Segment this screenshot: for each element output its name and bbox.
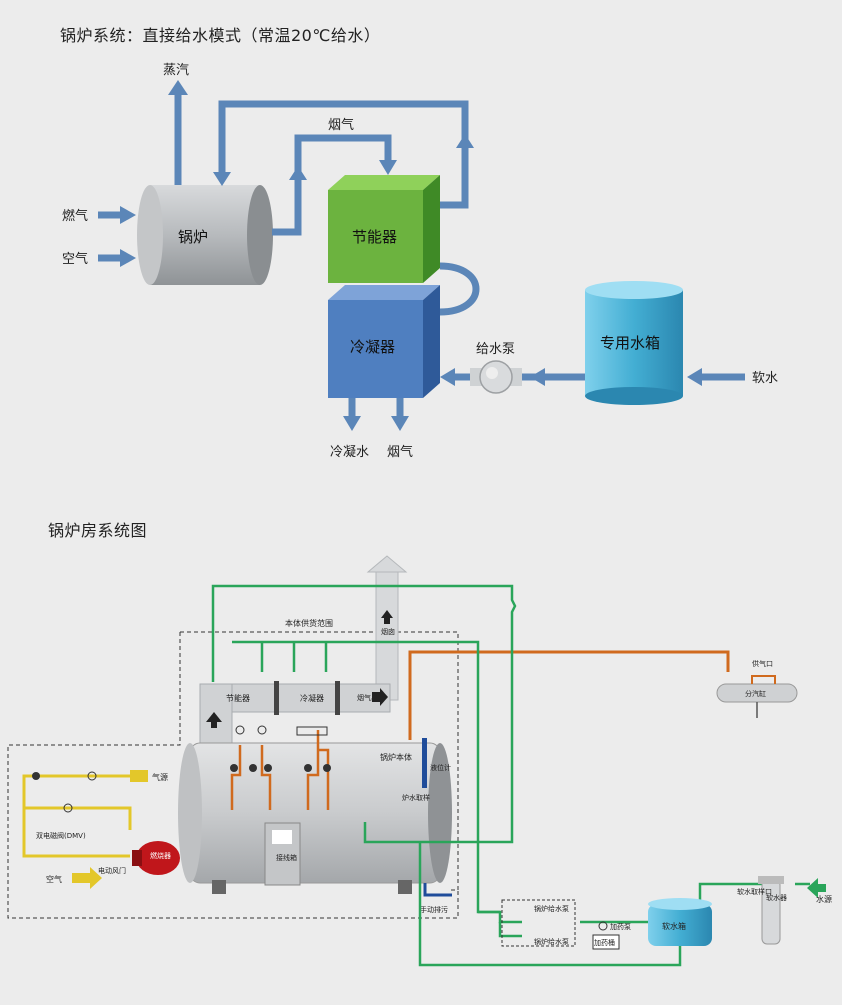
u-bend-pipe (439, 262, 480, 316)
junction-box-label: 接线箱 (276, 853, 297, 862)
water-tank: 专用水箱 (585, 281, 683, 405)
soft-water-label: 软水 (752, 371, 778, 386)
burner-label: 燃烧器 (150, 851, 171, 860)
boiler-cylinder: 锅炉 (137, 185, 273, 285)
bottom-air-label: 空气 (46, 874, 62, 884)
feed-pump-2-label: 锅炉给水泵 (534, 937, 569, 946)
boiler-room-diagram: 本体供货范围 烟囱 节能器 冷凝器 烟气出口 锅炉本体 (7, 555, 832, 967)
top-process-diagram: 蒸汽 燃气 空气 锅炉 烟气 节能器 (62, 63, 778, 460)
manual-drain-label: 手动排污 (420, 905, 448, 914)
economizer-box: 节能器 (328, 175, 440, 283)
soft-tank-label: 软水箱 (662, 921, 686, 931)
condenser-box: 冷凝器 (328, 285, 440, 398)
motor-damper-label: 电动风门 (98, 866, 126, 875)
bottom-condenser-label: 冷凝器 (300, 693, 324, 703)
chimney: 烟囱 (366, 555, 408, 701)
softener-label: 软水器 (766, 893, 787, 902)
water-level-label: 液位计 (430, 763, 451, 772)
chimney-label: 烟囱 (381, 627, 395, 636)
supply-scope-boundary (7, 632, 459, 919)
feed-pump-1-label: 锅炉给水泵 (534, 904, 569, 913)
boiler-label: 锅炉 (178, 228, 208, 246)
dual-valve-label: 双电磁阀(DMV) (36, 831, 86, 840)
water-source-label: 水源 (816, 894, 832, 904)
fuel-gas-label: 燃气 (62, 208, 88, 224)
flue-outlet-label: 烟气出口 (357, 693, 385, 702)
junction-box: 接线箱 (264, 822, 301, 886)
gas-line: 气源 双电磁阀(DMV) (22, 770, 168, 858)
steam-drum: 分汽缸 供气口 (716, 659, 798, 718)
soft-water-tank: 软水箱 (648, 898, 712, 946)
flue-gas-out-label: 烟气 (387, 444, 413, 460)
steam-supply-label: 供气口 (752, 659, 773, 668)
water-source-arrow (807, 878, 826, 898)
fuel-gas-arrow (120, 206, 136, 224)
blowdown-label: 炉水取样 (402, 793, 430, 802)
air-arrow (120, 249, 136, 267)
supply-scope-label: 本体供货范围 (285, 618, 333, 628)
softener: 软水器 软水取样口 (737, 876, 787, 945)
boiler-body-label: 锅炉本体 (380, 752, 412, 762)
condensate-arrow (343, 416, 361, 431)
sampling-label: 软水取样口 (737, 887, 772, 896)
water-tank-label: 专用水箱 (600, 334, 660, 352)
dosing-tank (592, 934, 620, 950)
condenser-label: 冷凝器 (350, 338, 395, 356)
flue-gas-label-top: 烟气 (328, 117, 354, 133)
dosing-pump-label: 加药泵 (610, 922, 631, 931)
flue-gas-pipe (272, 134, 392, 236)
burner: 燃烧器 (132, 841, 180, 875)
boiler-body: 锅炉本体 (178, 742, 452, 894)
feed-pump-group (501, 899, 576, 947)
boiler-top-instruments (230, 725, 331, 810)
dosing-tank-label: 加药桶 (594, 938, 615, 947)
steam-arrow (168, 80, 188, 95)
condensate-label: 冷凝水 (330, 444, 369, 460)
feed-pump (470, 360, 522, 394)
steam-label: 蒸汽 (163, 63, 189, 78)
bottom-diagram-title: 锅炉房系统图 (48, 521, 148, 540)
air-label: 空气 (62, 251, 88, 267)
feed-loop-pipe (218, 100, 469, 209)
top-diagram-title: 锅炉系统：直接给水模式（常温20℃给水） (60, 26, 381, 45)
gas-source-label: 气源 (152, 772, 168, 782)
soft-water-arrow (687, 368, 702, 386)
steam-drum-label: 分汽缸 (745, 689, 766, 698)
water-level-gauge (422, 738, 427, 788)
feed-pump-label: 给水泵 (476, 342, 515, 357)
economizer-label: 节能器 (352, 228, 397, 246)
steam-main-pipe (408, 650, 730, 740)
bottom-economizer-label: 节能器 (226, 693, 250, 703)
air-inlet-arrow (72, 867, 102, 889)
flue-out-arrow (391, 416, 409, 431)
water-circuit (211, 584, 810, 967)
